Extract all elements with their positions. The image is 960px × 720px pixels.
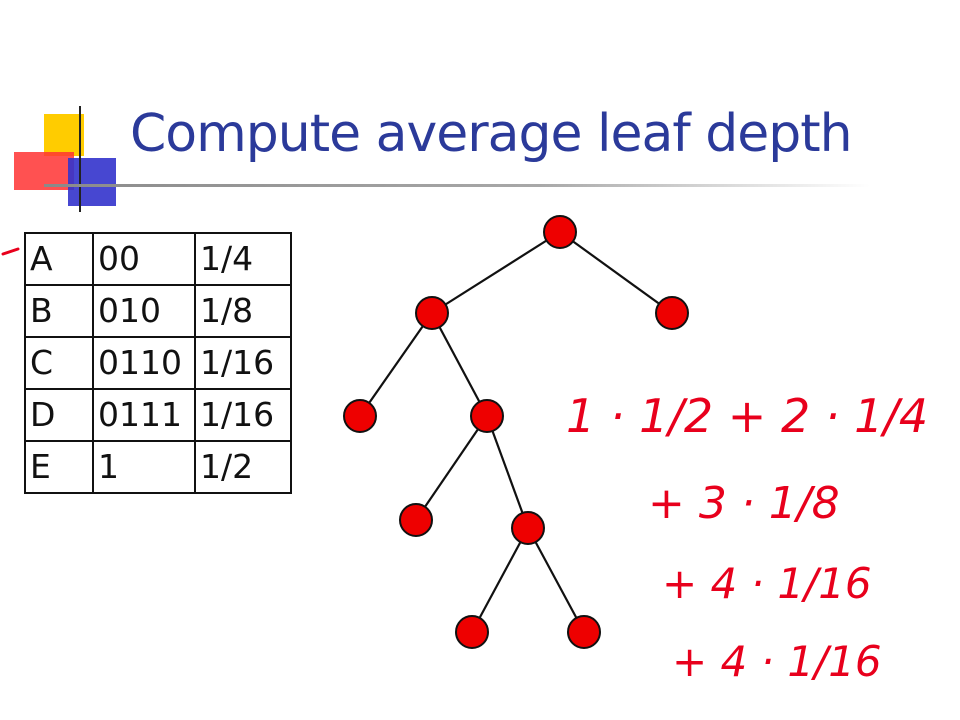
tree-edge bbox=[471, 527, 529, 633]
table-row: B 010 1/8 bbox=[24, 284, 292, 338]
tree-edge bbox=[415, 415, 488, 521]
formula-line-1: 1 · 1/2 + 2 · 1/4 bbox=[566, 389, 928, 443]
tree-leaf-node bbox=[399, 503, 433, 537]
logo-blue-square bbox=[68, 158, 116, 206]
tree-edge bbox=[431, 312, 488, 417]
code-cell: 1 bbox=[92, 440, 196, 494]
tree-leaf-node bbox=[343, 399, 377, 433]
tree-leaf-node bbox=[567, 615, 601, 649]
tree-nodes bbox=[343, 215, 689, 649]
table-row: E 1 1/2 bbox=[24, 440, 292, 494]
prob-cell: 1/4 bbox=[194, 232, 292, 286]
tree-internal-node bbox=[511, 511, 545, 545]
code-cell: 0111 bbox=[92, 388, 196, 442]
logo-red-square bbox=[14, 152, 74, 190]
tree-edge bbox=[485, 415, 530, 529]
symbol-cell: E bbox=[24, 440, 94, 494]
tree-leaf-node bbox=[655, 296, 689, 330]
symbol-cell: B bbox=[24, 284, 94, 338]
symbol-cell: A bbox=[24, 232, 94, 286]
formula-line-4: + 4 · 1/16 bbox=[672, 637, 882, 686]
code-cell: 0110 bbox=[92, 336, 196, 390]
formula-line-2: + 3 · 1/8 bbox=[648, 478, 840, 529]
symbol-cell: D bbox=[24, 388, 94, 442]
code-table: A 00 1/4 B 010 1/8 C 0110 1/16 D 0111 1/… bbox=[24, 232, 292, 494]
prob-cell: 1/16 bbox=[194, 336, 292, 390]
pen-tick-mark bbox=[1, 247, 20, 256]
table-row: C 0110 1/16 bbox=[24, 336, 292, 390]
prob-cell: 1/16 bbox=[194, 388, 292, 442]
tree-edge bbox=[431, 231, 561, 314]
tree-root-node bbox=[543, 215, 577, 249]
code-cell: 00 bbox=[92, 232, 196, 286]
prob-cell: 1/2 bbox=[194, 440, 292, 494]
code-cell: 010 bbox=[92, 284, 196, 338]
table-row: A 00 1/4 bbox=[24, 232, 292, 286]
prob-cell: 1/8 bbox=[194, 284, 292, 338]
title-underline bbox=[44, 184, 870, 187]
tree-internal-node bbox=[415, 296, 449, 330]
handwritten-formula: 1 · 1/2 + 2 · 1/4 + 3 · 1/8 + 4 · 1/16 +… bbox=[566, 389, 928, 686]
tree-edge bbox=[359, 312, 433, 417]
tree-edges bbox=[359, 231, 673, 633]
tree-internal-node bbox=[470, 399, 504, 433]
formula-line-3: + 4 · 1/16 bbox=[662, 559, 872, 608]
slide-title: Compute average leaf depth bbox=[130, 104, 853, 164]
tree-leaf-node bbox=[455, 615, 489, 649]
tree-edge bbox=[527, 527, 585, 633]
symbol-cell: C bbox=[24, 336, 94, 390]
logo-yellow-square bbox=[44, 114, 84, 156]
tree-edge bbox=[559, 231, 673, 314]
table-row: D 0111 1/16 bbox=[24, 388, 292, 442]
